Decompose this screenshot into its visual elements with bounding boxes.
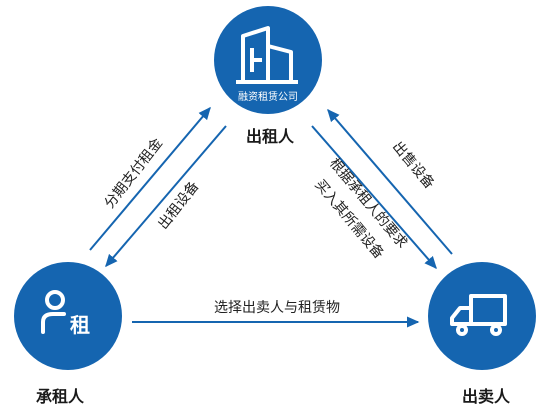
flow-label-lessee-to-seller: 选择出卖人与租赁物: [214, 300, 340, 316]
lessor-name: 出租人: [246, 127, 295, 146]
arrow-lessor-to-seller: [311, 125, 437, 270]
lessee-circle: [14, 262, 122, 370]
lessee-name: 承租人: [36, 387, 85, 406]
delivery-truck-icon: [450, 294, 507, 336]
flow-label-lessee-to-lessor: 分期支付租金: [102, 136, 166, 212]
flow-label-seller-to-lessor: 出售设备: [389, 138, 438, 192]
arrow-lessee-to-lessor: [89, 106, 211, 251]
flow-label-lessor-to-lessee: 出租设备: [155, 178, 203, 233]
lessee-icon-text: 租: [70, 313, 90, 337]
seller-node: [428, 262, 536, 370]
arrow-seller-to-lessor: [327, 108, 453, 255]
office-building-icon: [236, 26, 298, 84]
person-icon: [41, 290, 66, 334]
lessor-node: 融资租赁公司: [214, 6, 322, 114]
seller-name: 出卖人: [462, 387, 511, 406]
lessee-node: 租: [14, 262, 122, 370]
arrow-lessor-to-lessee: [105, 125, 227, 268]
lessor-company-label: 融资租赁公司: [238, 90, 298, 103]
seller-circle: [428, 262, 536, 370]
